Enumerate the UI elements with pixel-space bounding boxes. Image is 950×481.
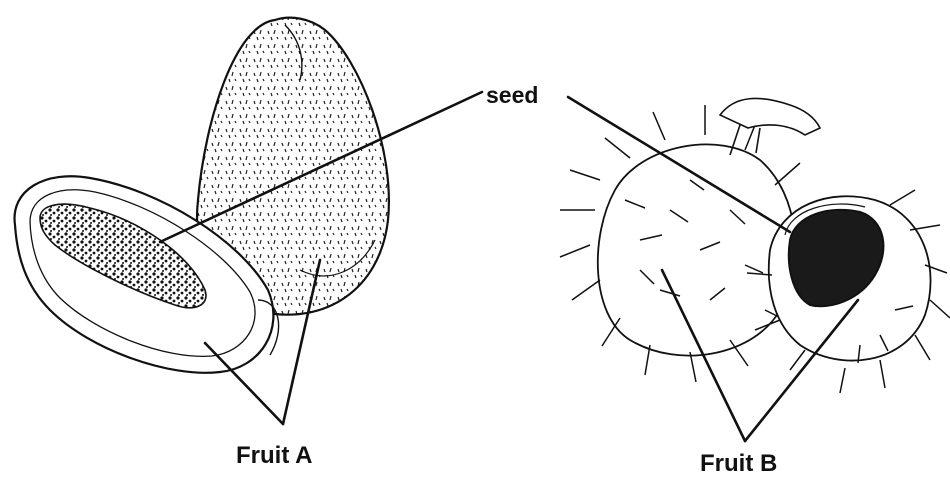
fruit-a-label: Fruit A — [236, 444, 312, 468]
fruit-b-label: Fruit B — [700, 452, 777, 476]
seed-label: seed — [486, 84, 538, 107]
